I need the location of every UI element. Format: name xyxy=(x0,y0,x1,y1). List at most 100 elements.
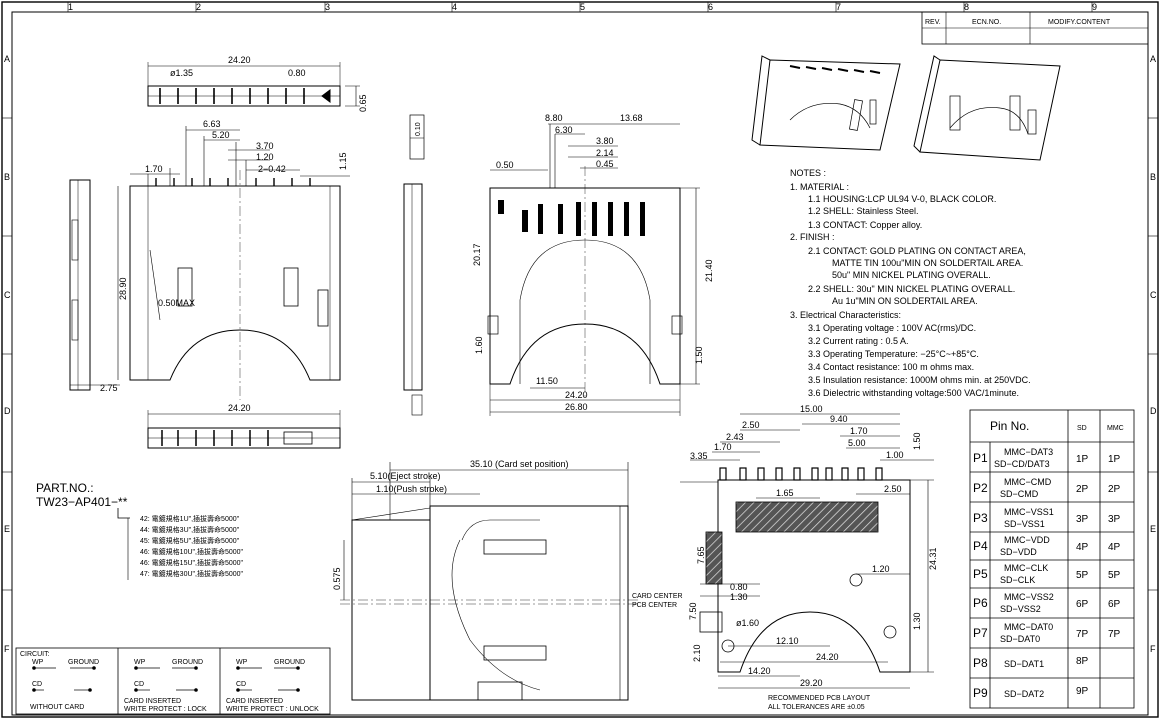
notes-block: NOTES : 1. MATERIAL : 1.1 HOUSING:LCP UL… xyxy=(790,168,1031,398)
pin-row-p9: P9 xyxy=(973,686,988,700)
pcb-dim-2-10: 2.10 xyxy=(692,644,702,662)
note-line-7: MATTE TIN 100u"MIN ON SOLDERTAIL AREA. xyxy=(832,258,1023,268)
col-label-4: 4 xyxy=(452,2,457,12)
pin-row-p1: P1 xyxy=(973,451,988,465)
pcb-dim-0-80: 0.80 xyxy=(730,582,748,592)
circuit-wp-3: WP xyxy=(236,659,248,666)
note-line-5: 2. FINISH : xyxy=(790,232,835,242)
front-dim-5-20: 5.20 xyxy=(212,130,230,140)
pcb-note-layout: RECOMMENDED PCB LAYOUT xyxy=(768,695,871,702)
back-dim-26-80: 26.80 xyxy=(565,402,588,412)
top-dim-0-80: 0.80 xyxy=(288,68,306,78)
pcb-dim-ø1-60: ø1.60 xyxy=(736,618,759,628)
ecn-header: ECN.NO. xyxy=(972,19,1001,26)
pin-p2-sd: 2P xyxy=(1076,484,1089,495)
front-view xyxy=(117,126,350,400)
side-dim-0-575: 0.575 xyxy=(332,567,342,590)
back-dim-2-14: 2.14 xyxy=(596,148,614,158)
circuit-block xyxy=(15,647,331,715)
col-label-1: 1 xyxy=(68,2,73,12)
back-dim-1-50: 1.50 xyxy=(694,346,704,364)
pin-row-p7: P7 xyxy=(973,626,988,640)
column-labels: 1 2 3 4 5 6 7 8 9 xyxy=(67,2,1097,12)
pcb-layout xyxy=(680,413,934,689)
rev-header: REV. xyxy=(925,19,941,26)
pin-p3-name2: SD−VSS1 xyxy=(1004,519,1045,529)
back-dim-20-17: 20.17 xyxy=(472,243,482,266)
row-label-b: B xyxy=(4,172,10,182)
side-dim-2-75: 2.75 xyxy=(100,383,118,393)
back-dim-11-50: 11.50 xyxy=(536,376,558,386)
part-option-3: 45: 電鍍規格5U",插拔壽命5000" xyxy=(140,536,240,545)
pcb-dim-3-35: 3.35 xyxy=(690,451,708,461)
back-dim-0-50: 0.50 xyxy=(496,160,514,170)
pin-p6-mmc: 6P xyxy=(1108,599,1121,610)
front-dim-3-70: 3.70 xyxy=(256,141,274,151)
pin-p1-sd: 1P xyxy=(1076,454,1089,465)
front-dim-1-70: 1.70 xyxy=(145,164,163,174)
pin-p1-name1: MMC−DAT3 xyxy=(1004,447,1053,457)
modify-header: MODIFY.CONTENT xyxy=(1048,19,1111,26)
pcb-dim-24-31: 24.31 xyxy=(928,547,938,570)
row-labels: A B C D E F A B C D E F xyxy=(2,54,1158,654)
row-label-c-right: C xyxy=(1150,290,1157,300)
part-number: TW23−AP401−** xyxy=(36,495,128,509)
pin-p7-sd: 7P xyxy=(1076,629,1089,640)
pin-p9-sd: 9P xyxy=(1076,686,1089,697)
row-label-f: F xyxy=(4,644,10,654)
pcb-dim-14-20: 14.20 xyxy=(748,666,771,676)
col-label-3: 3 xyxy=(325,2,330,12)
pcb-dim-12-10: 12.10 xyxy=(776,636,799,646)
circuit-ground-2: GROUND xyxy=(172,659,203,666)
pcb-dim-1-70b: 1.70 xyxy=(850,426,868,436)
circuit-cd-2: CD xyxy=(134,681,144,688)
pin-p8-name1: SD−DAT1 xyxy=(1004,659,1044,669)
note-line-13: 3.2 Current rating : 0.5 A. xyxy=(808,336,909,346)
pcb-dim-5-00: 5.00 xyxy=(848,438,866,448)
note-line-17: 3.6 Dielectric withstanding voltage:500 … xyxy=(808,388,1019,398)
part-label: PART.NO.: xyxy=(36,481,94,495)
pcb-dim-7-65: 7.65 xyxy=(696,546,706,564)
front-dim-1-20: 1.20 xyxy=(256,152,274,162)
row-label-e: E xyxy=(4,524,10,534)
pin-table xyxy=(969,409,1135,709)
pin-p3-sd: 3P xyxy=(1076,514,1089,525)
pin-p5-name2: SD−CLK xyxy=(1000,575,1035,585)
pin-p8-sd: 8P xyxy=(1076,656,1089,667)
pcb-dim-29-20: 29.20 xyxy=(800,678,823,688)
pin-p9-name1: SD−DAT2 xyxy=(1004,689,1044,699)
pin-p4-sd: 4P xyxy=(1076,542,1089,553)
pin-row-p3: P3 xyxy=(973,511,988,525)
pcb-dim-9-40: 9.40 xyxy=(830,414,848,424)
pin-header-mmc: MMC xyxy=(1107,425,1124,432)
pin-p7-name1: MMC−DAT0 xyxy=(1004,622,1053,632)
part-option-1: 42: 電鍍規格1U",插拔壽命5000" xyxy=(140,514,240,523)
back-dim-24-20: 24.20 xyxy=(565,390,588,400)
row-label-a-right: A xyxy=(1150,54,1156,64)
pin-table-text: Pin No. SD MMC P1 MMC−DAT3 SD−CD/DAT3 1P… xyxy=(973,419,1124,700)
top-dim-0-65: 0.65 xyxy=(358,94,368,112)
pcb-dim-1-30a: 1.30 xyxy=(730,592,748,602)
revision-block: REV. ECN.NO. MODIFY.CONTENT xyxy=(921,11,1149,45)
note-line-14: 3.3 Operating Temperature: −25°C~+85°C. xyxy=(808,349,979,359)
note-line-10: Au 1u"MIN ON SOLDERTAIL AREA. xyxy=(832,296,978,306)
left-side-view xyxy=(69,179,120,391)
back-view xyxy=(487,123,700,416)
flatness-0-10: 0.10 xyxy=(415,122,422,136)
pin-row-p8: P8 xyxy=(973,656,988,670)
bottom-dim-24-20: 24.20 xyxy=(228,403,251,413)
back-dim-1-60: 1.60 xyxy=(474,336,484,354)
part-option-6: 47: 電鍍規格30U",插拔壽命5000" xyxy=(140,569,244,578)
front-dim-6-63: 6.63 xyxy=(203,119,221,129)
isometric-view-front xyxy=(751,55,901,151)
side-section-view xyxy=(340,462,640,701)
back-dim-0-45: 0.45 xyxy=(596,159,614,169)
circuit-state-1: WITHOUT CARD xyxy=(30,704,84,711)
back-dim-3-80: 3.80 xyxy=(596,136,614,146)
pin-row-p4: P4 xyxy=(973,539,988,553)
part-option-2: 44: 電鍍規格3U",插拔壽命5000" xyxy=(140,525,240,534)
circuit-state-3b: WRITE PROTECT : UNLOCK xyxy=(226,706,319,713)
note-line-15: 3.4 Contact resistance: 100 m ohms max. xyxy=(808,362,974,372)
pcb-dim-7-50: 7.50 xyxy=(688,602,698,620)
